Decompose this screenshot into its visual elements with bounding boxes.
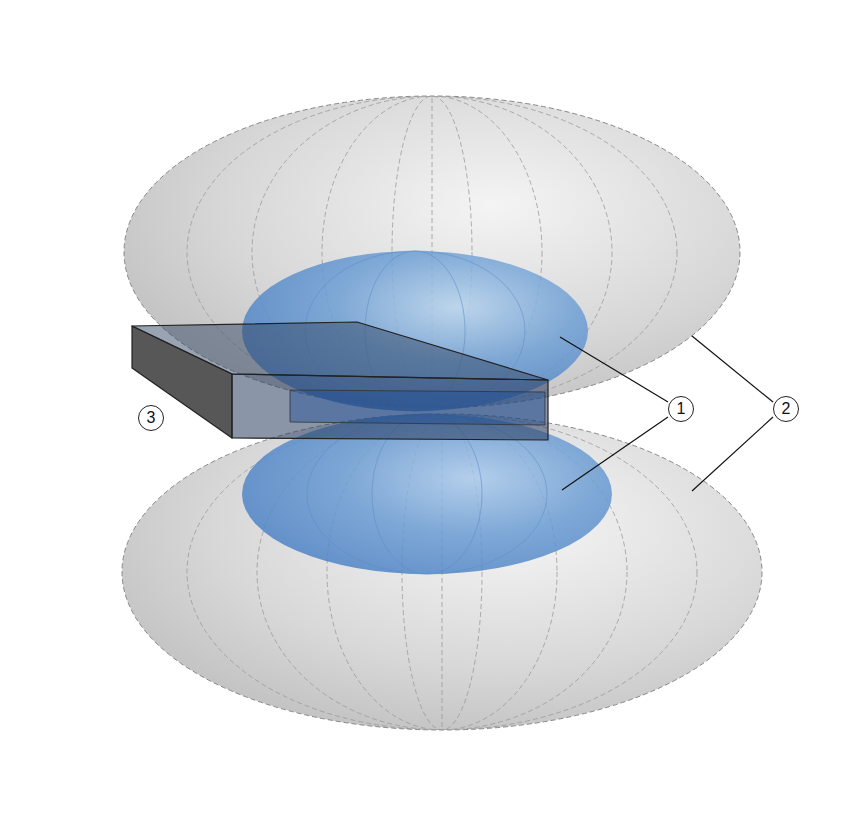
device-housing — [132, 322, 548, 440]
callout-number: 2 — [773, 396, 799, 422]
outer-lobe-lower — [122, 410, 762, 735]
outer-lobe-upper — [124, 90, 740, 410]
callout-number: 1 — [668, 396, 694, 422]
leader-lines — [560, 336, 773, 491]
callout-number: 3 — [138, 405, 164, 431]
